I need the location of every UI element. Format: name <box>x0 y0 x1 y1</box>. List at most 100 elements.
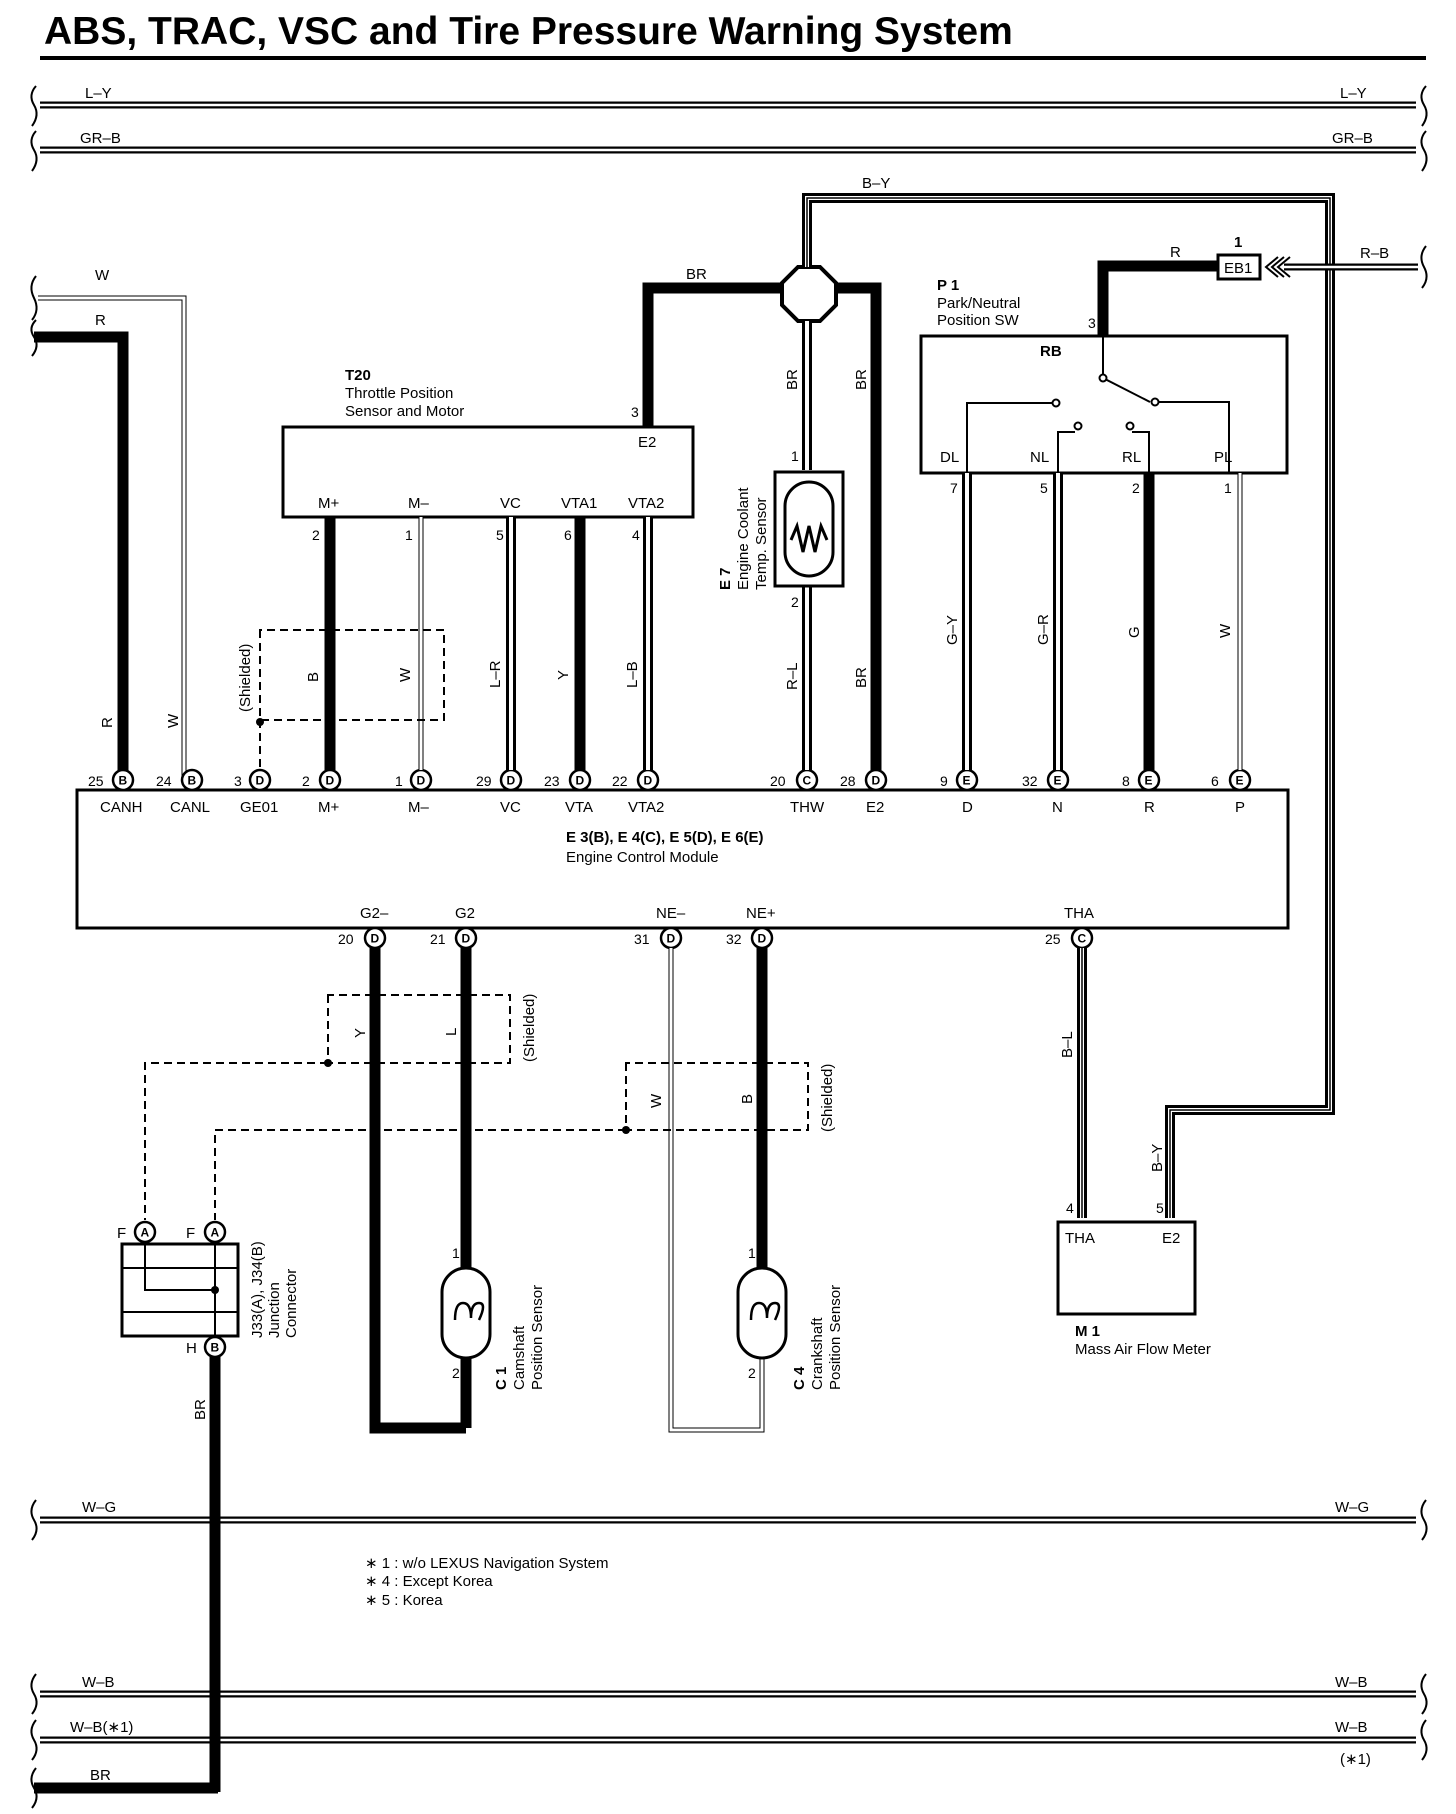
vta1-color-label: Y <box>555 670 572 680</box>
junction-connector: F A F A H B J33(A), J34(B) Junction Conn… <box>117 1220 300 1359</box>
splice-junction <box>780 265 838 323</box>
svg-text:M–: M– <box>408 799 429 816</box>
throttle-wires: B W L–R Y L–B <box>305 517 653 770</box>
ecm-pin-e2: 28 D E2 <box>840 768 888 816</box>
ecm-pin-canh: 25 B CANH <box>88 768 143 816</box>
svg-text:R–L: R–L <box>784 662 801 690</box>
vta2-color-label: L–B <box>624 661 641 688</box>
svg-text:4: 4 <box>1066 1200 1074 1216</box>
svg-text:Position SW: Position SW <box>937 312 1020 329</box>
junction-wires: BR BR R–L BR <box>784 282 882 770</box>
note-2: ∗ 4 : Except Korea <box>365 1573 493 1590</box>
svg-text:(Shielded): (Shielded) <box>819 1064 836 1132</box>
svg-text:24: 24 <box>156 773 172 789</box>
svg-text:B: B <box>739 1094 756 1104</box>
camshaft-wires: Y L <box>352 948 472 1434</box>
bus-wb-left-label: W–B <box>82 1674 115 1691</box>
svg-text:G–R: G–R <box>1035 614 1052 645</box>
svg-text:B: B <box>211 1341 220 1355</box>
svg-text:1: 1 <box>405 527 413 543</box>
svg-text:VTA2: VTA2 <box>628 495 664 512</box>
svg-text:J33(A), J34(B): J33(A), J34(B) <box>249 1241 266 1338</box>
vc-color-label: L–R <box>487 660 504 688</box>
svg-text:L: L <box>443 1028 460 1036</box>
bus-wb2-left-label: W–B(∗1) <box>70 1719 133 1736</box>
svg-text:B: B <box>119 774 128 788</box>
tha-wire: B–L <box>1059 948 1087 1218</box>
svg-text:R: R <box>1170 244 1181 261</box>
svg-text:R: R <box>1144 799 1155 816</box>
svg-text:M+: M+ <box>318 799 339 816</box>
bus-br: BR <box>30 1767 218 1809</box>
svg-text:2: 2 <box>452 1365 460 1381</box>
svg-text:3: 3 <box>1088 315 1096 331</box>
svg-text:E: E <box>1054 774 1062 788</box>
svg-text:25: 25 <box>1045 931 1061 947</box>
svg-text:1: 1 <box>1224 480 1232 496</box>
svg-text:E2: E2 <box>866 799 884 816</box>
bus-wb-star1: W–B(∗1) W–B (∗1) <box>30 1719 1428 1768</box>
by-wire: B–Y B–Y <box>802 175 1335 1218</box>
svg-text:VTA1: VTA1 <box>561 495 597 512</box>
svg-text:C: C <box>1078 932 1087 946</box>
svg-text:Temp. Sensor: Temp. Sensor <box>753 497 770 590</box>
svg-text:D: D <box>667 932 676 946</box>
bus-wb2-right-label: W–B <box>1335 1719 1368 1736</box>
svg-text:M 1: M 1 <box>1075 1323 1100 1340</box>
bus-grb: GR–B GR–B <box>30 130 1428 172</box>
shield-m: (Shielded) <box>237 629 445 770</box>
svg-text:DL: DL <box>940 449 959 466</box>
svg-text:(Shielded): (Shielded) <box>521 994 538 1062</box>
svg-text:EB1: EB1 <box>1224 260 1252 277</box>
svg-text:23: 23 <box>544 773 560 789</box>
engine-control-module <box>75 788 1290 930</box>
svg-text:BR: BR <box>686 266 707 283</box>
svg-text:A: A <box>141 1226 150 1240</box>
svg-text:21: 21 <box>430 931 446 947</box>
bus-ly-right-label: L–Y <box>1340 85 1367 102</box>
svg-text:Connector: Connector <box>283 1269 300 1338</box>
svg-text:6: 6 <box>1211 773 1219 789</box>
svg-text:VC: VC <box>500 799 521 816</box>
ecm-pin-r: 8 E R <box>1122 768 1161 816</box>
svg-text:F: F <box>117 1225 126 1242</box>
ecm-pin-n: 32 E N <box>1022 768 1070 816</box>
svg-text:Throttle Position: Throttle Position <box>345 385 453 402</box>
svg-text:NL: NL <box>1030 449 1049 466</box>
svg-text:1: 1 <box>791 448 799 464</box>
bus-grb-right-label: GR–B <box>1332 130 1373 147</box>
svg-text:G–Y: G–Y <box>944 615 961 645</box>
svg-text:5: 5 <box>1040 480 1048 496</box>
page-title: ABS, TRAC, VSC and Tire Pressure Warning… <box>44 10 1013 53</box>
svg-text:P 1: P 1 <box>937 277 959 294</box>
pnsw-wires: G–Y G–R G W <box>944 473 1243 770</box>
svg-text:5: 5 <box>496 527 504 543</box>
svg-text:Position Sensor: Position Sensor <box>827 1285 844 1390</box>
svg-text:2: 2 <box>1132 480 1140 496</box>
svg-text:9: 9 <box>940 773 948 789</box>
svg-text:D: D <box>371 932 380 946</box>
svg-text:Engine Coolant: Engine Coolant <box>735 487 752 590</box>
svg-text:D: D <box>326 774 335 788</box>
svg-text:1: 1 <box>748 1245 756 1261</box>
svg-text:22: 22 <box>612 773 628 789</box>
ecm-pin-d: 9 E D <box>940 768 979 816</box>
svg-text:Crankshaft: Crankshaft <box>809 1317 826 1390</box>
shield-drain-lines <box>144 1059 630 1220</box>
svg-text:PL: PL <box>1214 449 1232 466</box>
svg-text:M–: M– <box>408 495 429 512</box>
w-top-label: W <box>95 267 110 284</box>
svg-text:VC: VC <box>500 495 521 512</box>
throttle-position-sensor: T20 Throttle Position Sensor and Motor E… <box>281 367 695 543</box>
r-top-label: R <box>95 312 106 329</box>
br-e2-wire: BR <box>642 266 790 427</box>
shield-cam: (Shielded) <box>327 994 538 1064</box>
svg-text:1: 1 <box>452 1245 460 1261</box>
svg-text:D: D <box>462 932 471 946</box>
ecm-top-pins: 25 B CANH 24 B CANL 3 D GE01 2 D M+ 1 D … <box>88 768 1252 816</box>
svg-text:20: 20 <box>770 773 786 789</box>
svg-text:G: G <box>1126 626 1143 638</box>
svg-text:D: D <box>644 774 653 788</box>
svg-text:BR: BR <box>853 667 870 688</box>
